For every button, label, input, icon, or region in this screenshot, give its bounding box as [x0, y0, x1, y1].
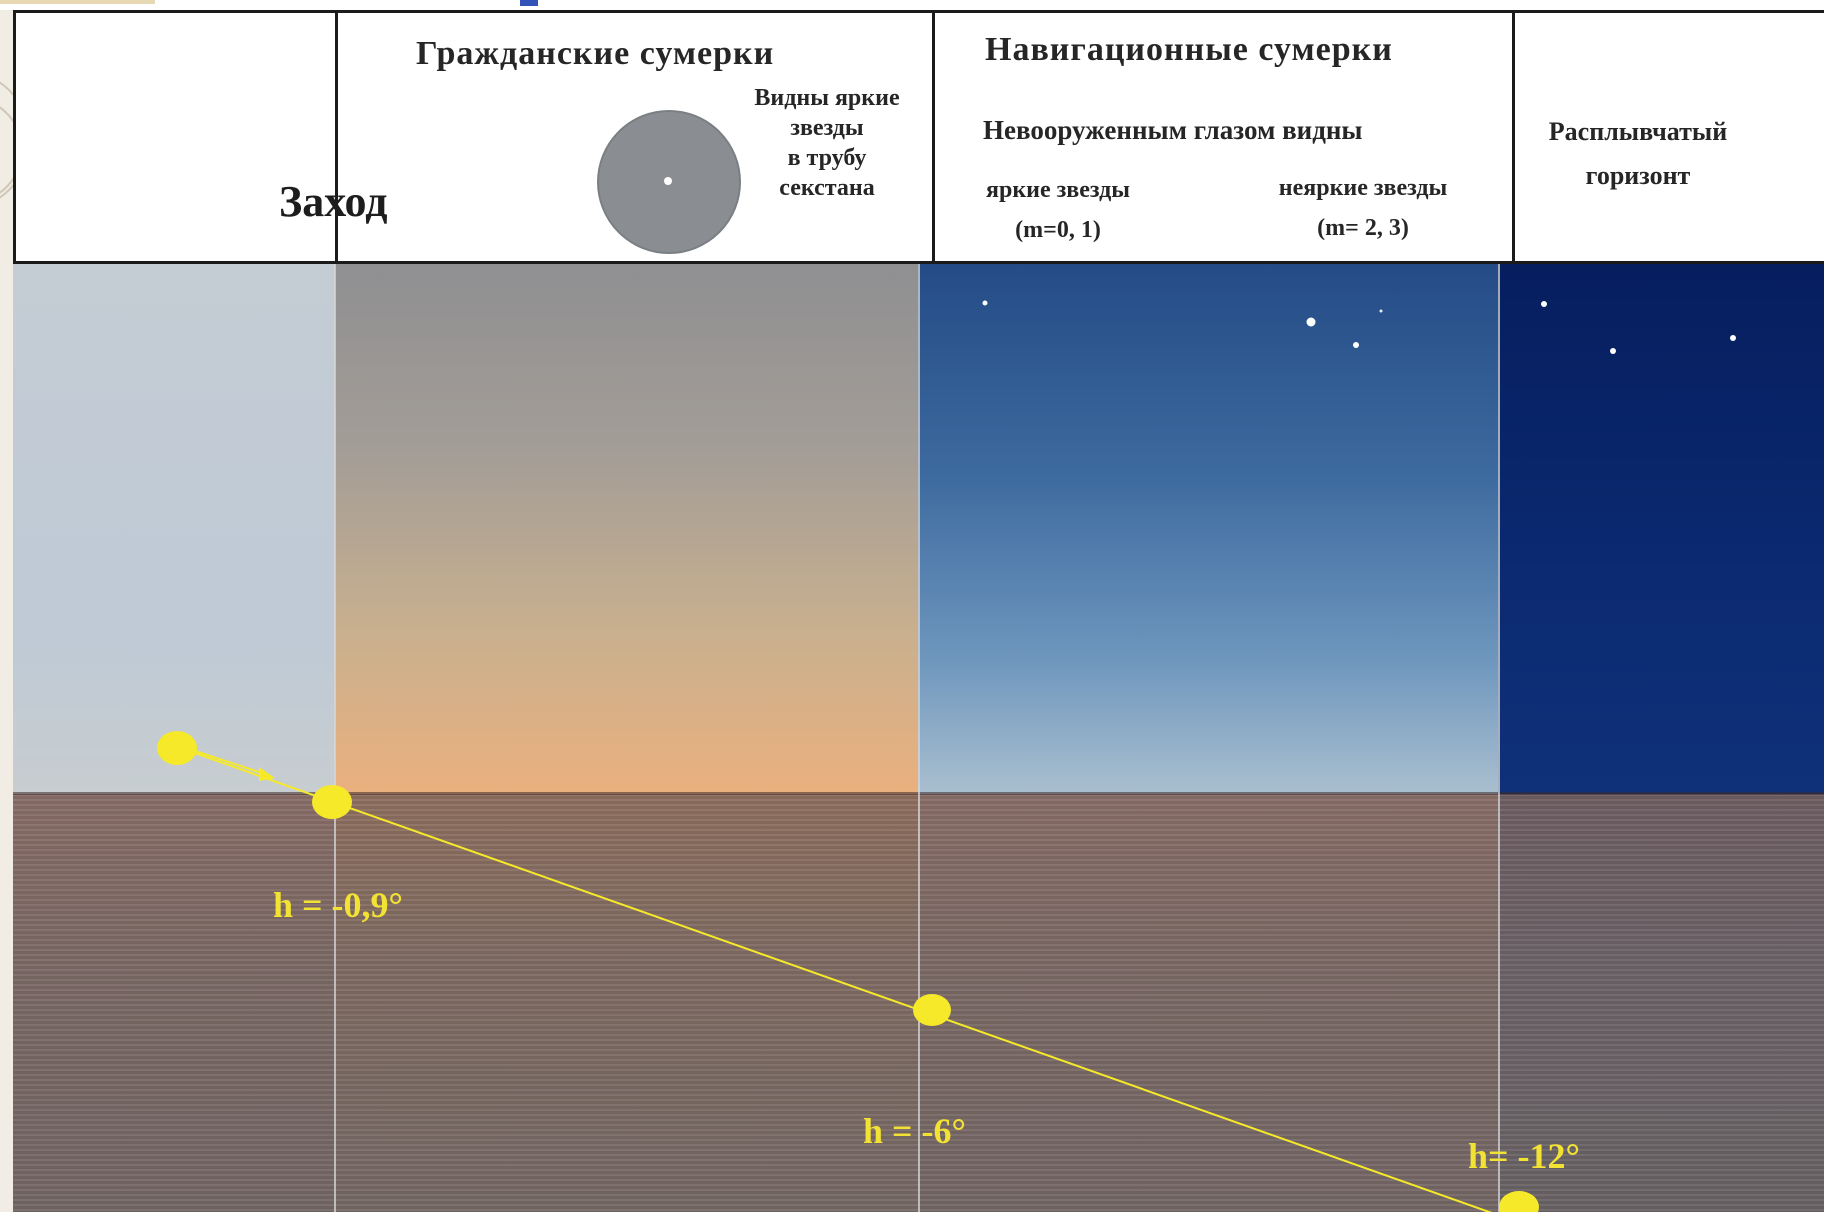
- altitude-label-sunset: h = -0,9°: [273, 885, 403, 925]
- bright-stars-label: яркие звезды (m=0, 1): [953, 170, 1163, 250]
- faint-stars-magnitude: (m= 2, 3): [1317, 215, 1409, 241]
- nautical-twilight-panel: [918, 264, 1498, 1212]
- night-sky: [1498, 264, 1824, 794]
- civil-note-line: секстана: [779, 175, 875, 201]
- star-icon: [982, 300, 988, 306]
- diagram-header: Заход Гражданские сумерки Видны яркие зв…: [13, 10, 1824, 264]
- civil-sea: [335, 794, 918, 1212]
- header-divider-left: [13, 10, 16, 264]
- header-top-border: [13, 10, 1824, 13]
- naked-eye-label: Невооруженным глазом видны: [983, 115, 1363, 145]
- sun-icon: [312, 785, 352, 819]
- star-icon: [1379, 309, 1383, 313]
- vertical-guides: [334, 264, 1500, 1212]
- sun-path-overlay: [157, 264, 1736, 1212]
- civil-note-line: звезды: [790, 115, 864, 141]
- header-bottom-border: [13, 261, 1824, 264]
- twilight-diagram: Заход Гражданские сумерки Видны яркие зв…: [13, 10, 1824, 1212]
- stars: [982, 300, 1736, 354]
- sextant-telescope-view: [597, 110, 741, 254]
- star-icon: [664, 177, 672, 185]
- header-divider-sunset: [335, 10, 338, 264]
- sun-icon: [1499, 1191, 1539, 1212]
- altitude-label-civil-end: h = -6°: [863, 1111, 966, 1151]
- angle-labels: h = -0,9° h = -6° h= -12°: [13, 264, 1824, 1212]
- civil-note-line: в трубу: [787, 145, 867, 171]
- horizon-line: [13, 792, 335, 795]
- nautical-sea: [918, 794, 1498, 1212]
- civil-twilight-panel: [335, 264, 918, 1212]
- civil-sky: [335, 264, 918, 794]
- civil-twilight-title: Гражданские сумерки: [416, 35, 775, 72]
- faint-stars-label: неяркие звезды (m= 2, 3): [1243, 168, 1483, 248]
- top-link-fragment[interactable]: [520, 0, 538, 6]
- blurry-horizon-label: Расплывчатый горизонт: [1518, 110, 1758, 198]
- star-icon: [1306, 317, 1316, 327]
- star-icon: [1730, 335, 1736, 341]
- astronomical-twilight-panel: [1498, 264, 1824, 1212]
- sun-path: [157, 731, 1539, 1212]
- bright-stars-magnitude: (m=0, 1): [1015, 217, 1101, 243]
- civil-note-line: Видны яркие: [754, 85, 900, 111]
- star-icon: [1353, 342, 1359, 348]
- sunset-label: Заход: [279, 177, 388, 226]
- sunset-sea: [13, 794, 335, 1212]
- top-strip: [0, 0, 1824, 10]
- sky-panels: [13, 264, 1824, 1212]
- horizon-line: [918, 792, 1498, 795]
- arrow-head-icon: [259, 767, 275, 781]
- horizon-line: [1498, 792, 1824, 795]
- star-icon: [1541, 301, 1547, 307]
- header-divider-nautical: [1512, 10, 1515, 264]
- civil-twilight-note: Видны яркие звезды в трубу секстана: [725, 83, 929, 203]
- faint-stars-line: неяркие звезды: [1278, 175, 1448, 201]
- sun-icon: [913, 994, 951, 1026]
- blurry-horizon-line: горизонт: [1585, 161, 1691, 190]
- star-icon: [1610, 348, 1616, 354]
- nautical-twilight-title: Навигационные сумерки: [985, 31, 1393, 68]
- sunset-sky: [13, 264, 335, 794]
- sun-trajectory-line: [174, 745, 1493, 1212]
- nautical-sky: [918, 264, 1498, 794]
- sunset-panel: [13, 264, 335, 1212]
- arrow-shaft: [194, 750, 266, 775]
- night-sea: [1498, 794, 1824, 1212]
- horizon-line: [335, 792, 918, 795]
- altitude-label-nautical-end: h= -12°: [1468, 1136, 1580, 1176]
- header-divider-civil: [932, 10, 935, 264]
- sun-icon: [157, 731, 197, 765]
- blurry-horizon-line: Расплывчатый: [1548, 117, 1728, 146]
- top-tab: [0, 0, 155, 4]
- bright-stars-line: яркие звезды: [986, 177, 1130, 203]
